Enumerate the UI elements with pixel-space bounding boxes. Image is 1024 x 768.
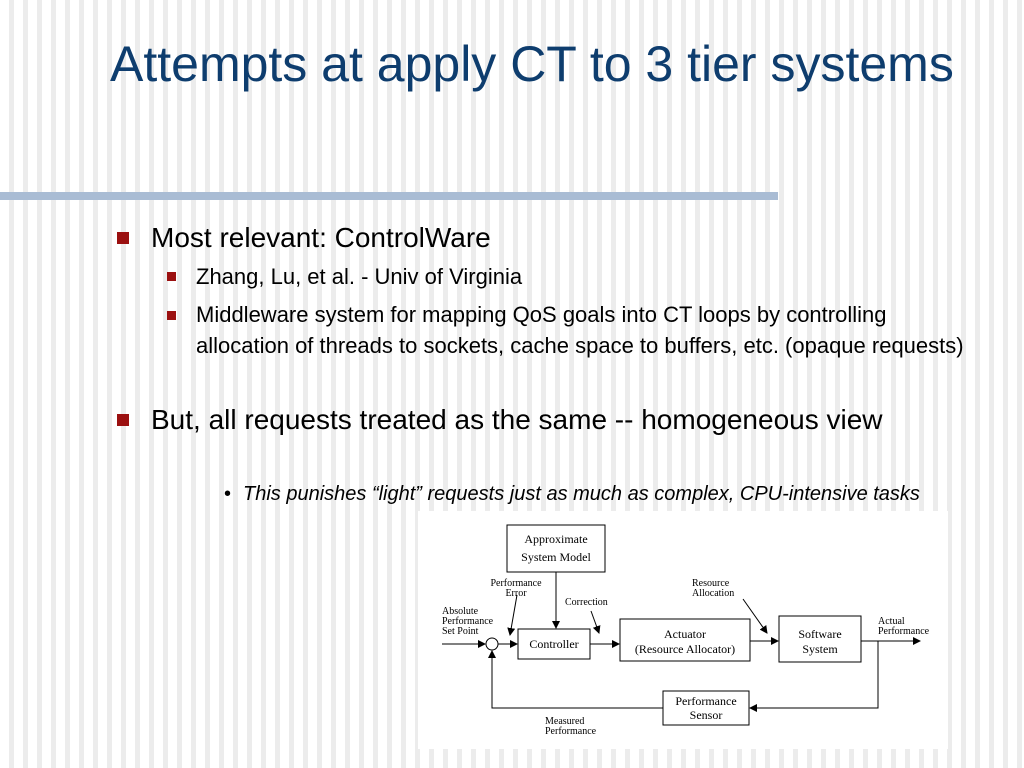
feedback-to-junction	[488, 650, 663, 709]
sub-bullet-dot: •	[224, 483, 232, 505]
control-loop-svg: Approximate System Model Controller Actu…	[442, 524, 930, 737]
measured-label-1: Measured	[545, 716, 584, 727]
perf-error-label-2: Error	[505, 588, 527, 599]
software-label-1: Software	[798, 627, 841, 641]
summing-junction	[485, 637, 499, 651]
setpoint-label-3: Set Point	[442, 626, 479, 637]
correction-pointer	[590, 610, 601, 634]
perf-error-label-1: Performance	[490, 578, 542, 589]
actual-label-1: Actual	[878, 616, 905, 627]
bullet-marker	[117, 232, 129, 244]
software-box	[778, 615, 862, 663]
sub-bullet-marker	[167, 311, 176, 320]
actuator-label-1: Actuator	[664, 627, 706, 641]
bullet-marker	[117, 414, 129, 426]
resource-label-1: Resource	[692, 578, 730, 589]
control-loop-diagram: Approximate System Model Controller Actu…	[418, 511, 948, 749]
model-label-1: Approximate	[524, 532, 587, 546]
correction-label: Correction	[565, 597, 608, 608]
setpoint-label-1: Absolute	[442, 606, 479, 617]
model-box	[506, 524, 606, 573]
sub-bullet-1-1: Zhang, Lu, et al. - Univ of Virginia	[196, 264, 523, 289]
sub-bullet-marker	[167, 272, 176, 281]
sub-bullet-2-1: This punishes “light” requests just as m…	[243, 483, 920, 505]
sensor-label-2: Sensor	[690, 708, 723, 722]
slide-title: Attempts at apply CT to 3 tier systems	[110, 36, 954, 92]
sub-bullet-1-2: Middleware system for mapping QoS goals …	[196, 302, 964, 358]
controller-label: Controller	[529, 637, 578, 651]
bullet-2: But, all requests treated as the same --…	[151, 404, 883, 435]
measured-label-2: Performance	[545, 726, 597, 737]
actuator-box	[619, 618, 751, 662]
actuator-label-2: (Resource Allocator)	[635, 642, 735, 656]
perf-error-pointer	[507, 594, 518, 636]
resource-label-2: Allocation	[692, 588, 734, 599]
title-divider	[0, 192, 778, 200]
bullet-1: Most relevant: ControlWare	[151, 222, 491, 253]
controller-box	[517, 628, 591, 660]
model-label-2: System Model	[521, 550, 591, 564]
resource-pointer	[742, 598, 768, 634]
feedback-to-sensor	[749, 641, 879, 712]
setpoint-label-2: Performance	[442, 616, 494, 627]
sensor-label-1: Performance	[675, 694, 736, 708]
actual-label-2: Performance	[878, 626, 930, 637]
software-label-2: System	[802, 642, 838, 656]
